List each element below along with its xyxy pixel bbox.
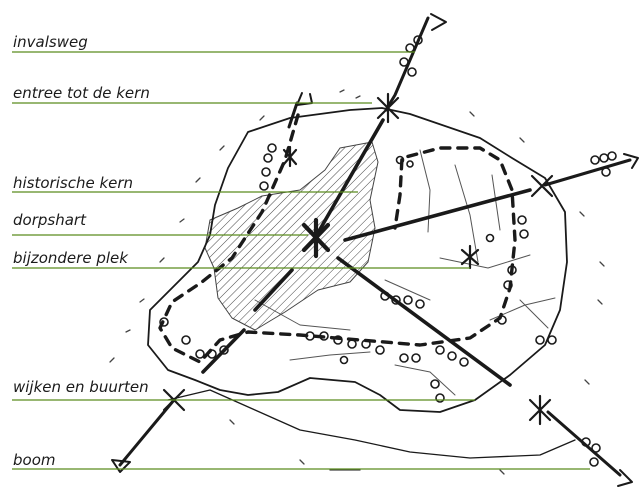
core-ring-dashed	[158, 113, 517, 364]
legend-label-entree: entree tot de kern	[13, 84, 150, 102]
legend-label-dorpshart: dorpshart	[13, 211, 86, 229]
southern-edge	[167, 389, 576, 459]
legend-label-historische-kern: historische kern	[13, 174, 134, 192]
legend-label-bijzondere-plek: bijzondere plek	[13, 249, 128, 267]
sketch-ticks	[109, 89, 605, 475]
historic-core-area	[204, 141, 379, 331]
legend-label-invalsweg: invalsweg	[13, 33, 88, 51]
legend-label-boom: boom	[13, 451, 56, 469]
spokes	[201, 118, 532, 387]
village-heart-star	[301, 217, 331, 259]
legend-label-wijken: wijken en buurten	[13, 378, 149, 396]
tree-symbols	[159, 35, 617, 467]
village-boundary	[147, 107, 568, 413]
road-arrows	[111, 13, 639, 487]
